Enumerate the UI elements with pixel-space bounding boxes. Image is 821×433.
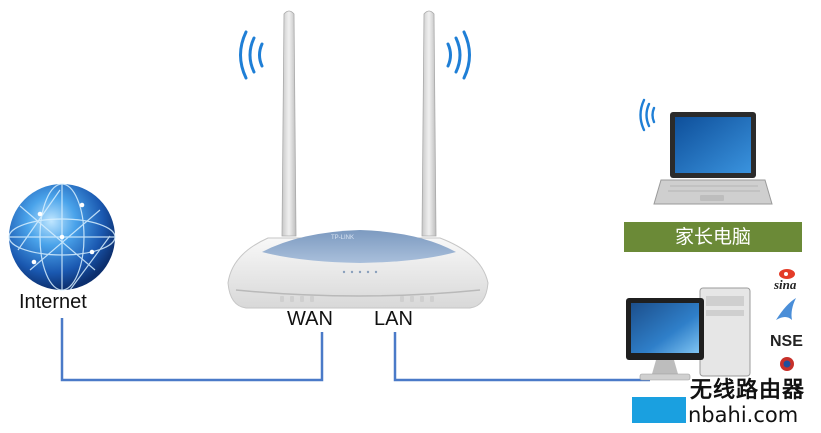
cable-lan-desktop	[393, 332, 650, 382]
globe-icon	[8, 183, 116, 291]
sina-watermark-text: sina	[774, 277, 797, 292]
nse-watermark-text: NSE	[770, 333, 803, 350]
cable-internet-wan	[60, 318, 324, 382]
wifi-signal-icon	[446, 30, 471, 80]
router-brand-label: TP-LINK	[331, 235, 355, 241]
sina-logo-icon	[779, 269, 795, 279]
watermark-chinese-text: 无线路由器	[690, 377, 806, 403]
wan-port-label: WAN	[287, 308, 333, 330]
laptop-icon	[653, 112, 773, 205]
watermark-block	[632, 397, 686, 423]
lan-port-label: LAN	[374, 308, 413, 330]
watermark-url-text: nbahi.com	[688, 403, 799, 427]
router-antenna-left	[281, 10, 297, 237]
desktop-computer-icon	[626, 287, 751, 381]
seal-logo-icon	[780, 357, 794, 371]
internet-label: Internet	[19, 291, 87, 313]
router-icon	[227, 230, 489, 309]
wifi-signal-icon	[239, 30, 264, 80]
parent-computer-label: 家长电脑	[624, 222, 802, 252]
wifi-signal-icon	[639, 98, 656, 132]
router-antenna-right	[421, 10, 437, 237]
swoosh-logo-icon	[776, 298, 796, 320]
